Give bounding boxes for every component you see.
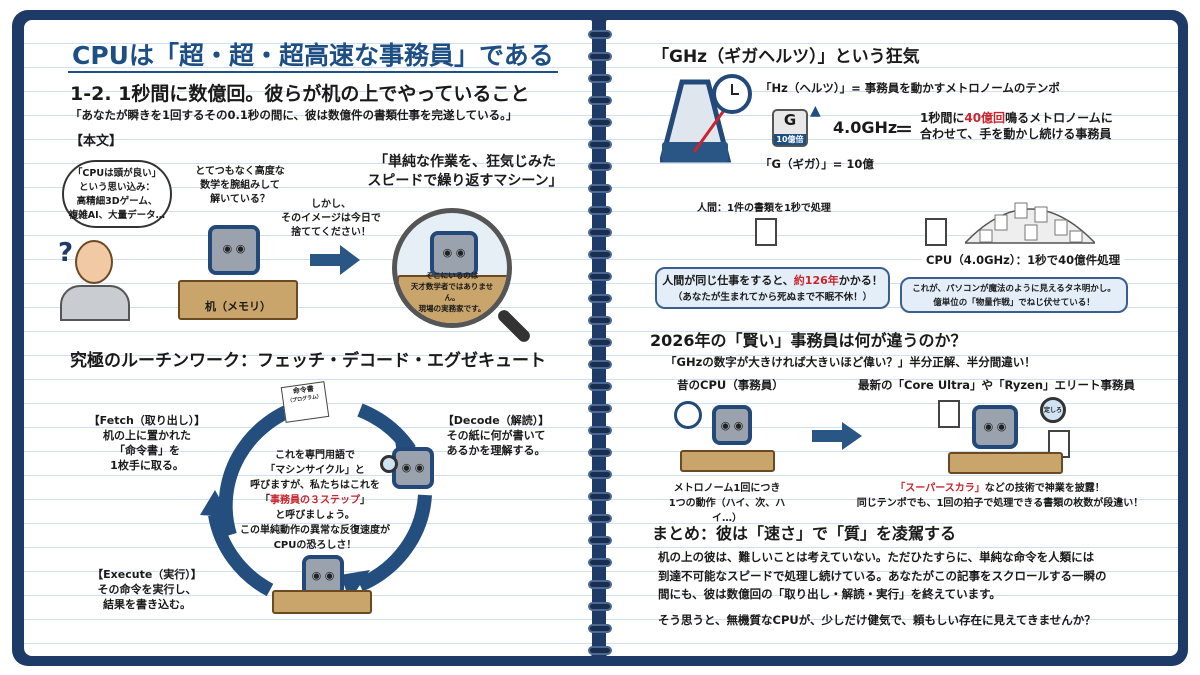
intro-quote: 「あなたが瞬きを1回するその0.1秒の間に、彼は数億件の書類仕事を完遂している。…	[70, 108, 518, 122]
execute-arrow	[357, 494, 432, 592]
spiral-ring	[588, 624, 612, 633]
desk-label: 机（メモリ）	[205, 300, 271, 313]
spiral-ring	[588, 470, 612, 479]
ghz-value: 4.0GHz	[833, 118, 898, 137]
right-arrow-icon	[310, 245, 360, 275]
up-arrow-icon: ▲	[810, 103, 821, 119]
decode-cpu-icon	[392, 447, 434, 489]
spiral-ring	[588, 338, 612, 347]
spiral-ring	[588, 382, 612, 391]
spiral-ring	[588, 52, 612, 61]
cycle-heading: 究極のルーチンワーク：フェッチ・デコード・エグゼキュート	[70, 351, 546, 371]
clock-icon	[674, 401, 702, 429]
spiral-ring	[588, 404, 612, 413]
magnifier-caption: そこにいるのは天才数学者ではありません。現場の実務家です。	[410, 271, 494, 313]
document-icon	[925, 218, 947, 246]
execute-desk	[272, 590, 372, 614]
return-arrow	[208, 513, 274, 597]
smart-clerk-subtitle: 「GHzの数字が大きければ大きいほど偉い？」半分正解、半分間違い！	[665, 355, 1036, 369]
equals-sign: ＝	[895, 120, 913, 141]
spiral-ring	[588, 96, 612, 105]
magnifier-glass	[392, 208, 512, 328]
g-definition: 「G（ギガ）」= 10億	[760, 157, 874, 171]
person-head-icon	[75, 240, 113, 284]
spiral-ring	[588, 360, 612, 369]
spiral-ring	[588, 30, 612, 39]
thought-bubble: 「CPUは頭が良い」という思い込み：高精細3Dゲーム、複雑AI、大量データ…	[62, 160, 172, 228]
thinking-cpu-icon	[208, 225, 260, 275]
document-icon	[938, 400, 960, 428]
magnifier-icon: 定しろ	[1040, 397, 1066, 423]
metronome-icon	[660, 74, 752, 163]
human-speech-bubble: 人間が同じ仕事をすると、約126年かかる！ （あなたが生まれてから死ぬまで不眠不…	[655, 267, 890, 309]
ghz-description: 1秒間に40億回鳴るメトロノームに 合わせて、手を動かし続ける事務員	[920, 111, 1113, 141]
right-page	[606, 20, 1178, 656]
machine-quote: 「単純な作業を、狂気じみたスピードで繰り返すマシーン」	[367, 154, 563, 189]
spiral-ring	[588, 514, 612, 523]
desk	[178, 280, 298, 320]
cpu-label: CPU（4.0GHz）：1秒で40億件処理	[922, 252, 1125, 268]
spiral-ring	[588, 294, 612, 303]
spiral-ring	[588, 74, 612, 83]
spiral-ring	[588, 536, 612, 545]
new-cpu-label: 最新の「Core Ultra」や「Ryzen」エリート事務員	[858, 378, 1136, 392]
spiral-ring	[588, 580, 612, 589]
spiral-ring	[588, 140, 612, 149]
section-subtitle: 1-2. 1秒間に数億回。彼らが机の上でやっていること	[70, 83, 530, 105]
document-pile-icon	[965, 202, 1095, 244]
new-cpu-desk	[948, 452, 1063, 474]
old-cpu-clerk-icon	[712, 405, 752, 445]
spiral-ring	[588, 206, 612, 215]
new-cpu-caption: 「スーパースカラ」などの技術で神業を披露！ 同じテンポでも、1回の拍子で処理でき…	[856, 483, 1144, 509]
spiral-ring	[588, 184, 612, 193]
cpu-speech-bubble: これが、パソコンが魔法のように見えるタネ明かし。億単位の「物量作戦」でねじ伏せて…	[900, 277, 1128, 313]
old-cpu-label: 昔のCPU（事務員）	[677, 378, 784, 392]
left-page	[24, 20, 592, 656]
instruction-paper: 命令書（プログラム）	[280, 381, 330, 423]
ghz-heading: 「GHz（ギガヘルツ）」という狂気	[652, 47, 920, 67]
right-arrow-icon	[812, 422, 862, 450]
closing-text: そう思うと、無機質なCPUが、少しだけ健気で、頼もしい存在に見えてきませんか？	[658, 613, 1096, 627]
spiral-ring	[588, 162, 612, 171]
cycle-center-text: これを専門用語で「マシンサイクル」と呼びますが、私たちはこれを 「事務員の３ステ…	[240, 450, 390, 551]
wonder-text: とてつもなく高度な数学を腕組みして解いている？	[195, 166, 285, 205]
question-mark-icon: ?	[58, 238, 74, 268]
giga-badge: G 10億倍	[772, 109, 808, 147]
body-label: 【本文】	[70, 134, 123, 149]
spiral-ring	[588, 602, 612, 611]
however-text: しかし、そのイメージは今日で捨ててください！	[281, 199, 381, 238]
spiral-ring	[588, 426, 612, 435]
spiral-ring	[588, 558, 612, 567]
title-underline	[68, 71, 558, 73]
spiral-ring	[588, 646, 612, 655]
execute-step: 【Execute（実行）】その命令を実行し、結果を書き込む。	[92, 568, 202, 611]
old-cpu-desk	[680, 450, 775, 472]
document-icon	[755, 218, 777, 246]
smart-clerk-heading: 2026年の「賢い」事務員は何が違うのか？	[650, 331, 967, 350]
spiral-ring	[588, 118, 612, 127]
page-title: CPUは「超・超・超高速な事務員」である	[72, 41, 554, 70]
spiral-ring	[588, 250, 612, 259]
spiral-ring	[588, 492, 612, 501]
new-cpu-clerk-icon	[972, 405, 1018, 449]
spiral-ring	[588, 272, 612, 281]
person-body-icon	[60, 285, 130, 321]
human-label: 人間：1件の書類を1秒で処理	[697, 203, 831, 214]
hz-definition: 「Hz（ヘルツ）」= 事務員を動かすメトロノームのテンポ	[760, 81, 1060, 95]
decode-step: 【Decode（解読）】その紙に何が書いてあるかを理解する。	[442, 414, 550, 457]
spiral-ring	[588, 316, 612, 325]
summary-text: 机の上の彼は、難しいことは考えていない。ただひたすらに、単純な命令を人類には到達…	[658, 550, 1107, 601]
summary-heading: まとめ：彼は「速さ」で「質」を凌駕する	[652, 524, 957, 543]
spiral-ring	[588, 228, 612, 237]
magnifier-icon	[380, 455, 398, 473]
decode-arrow	[357, 403, 416, 455]
spiral-ring	[588, 448, 612, 457]
